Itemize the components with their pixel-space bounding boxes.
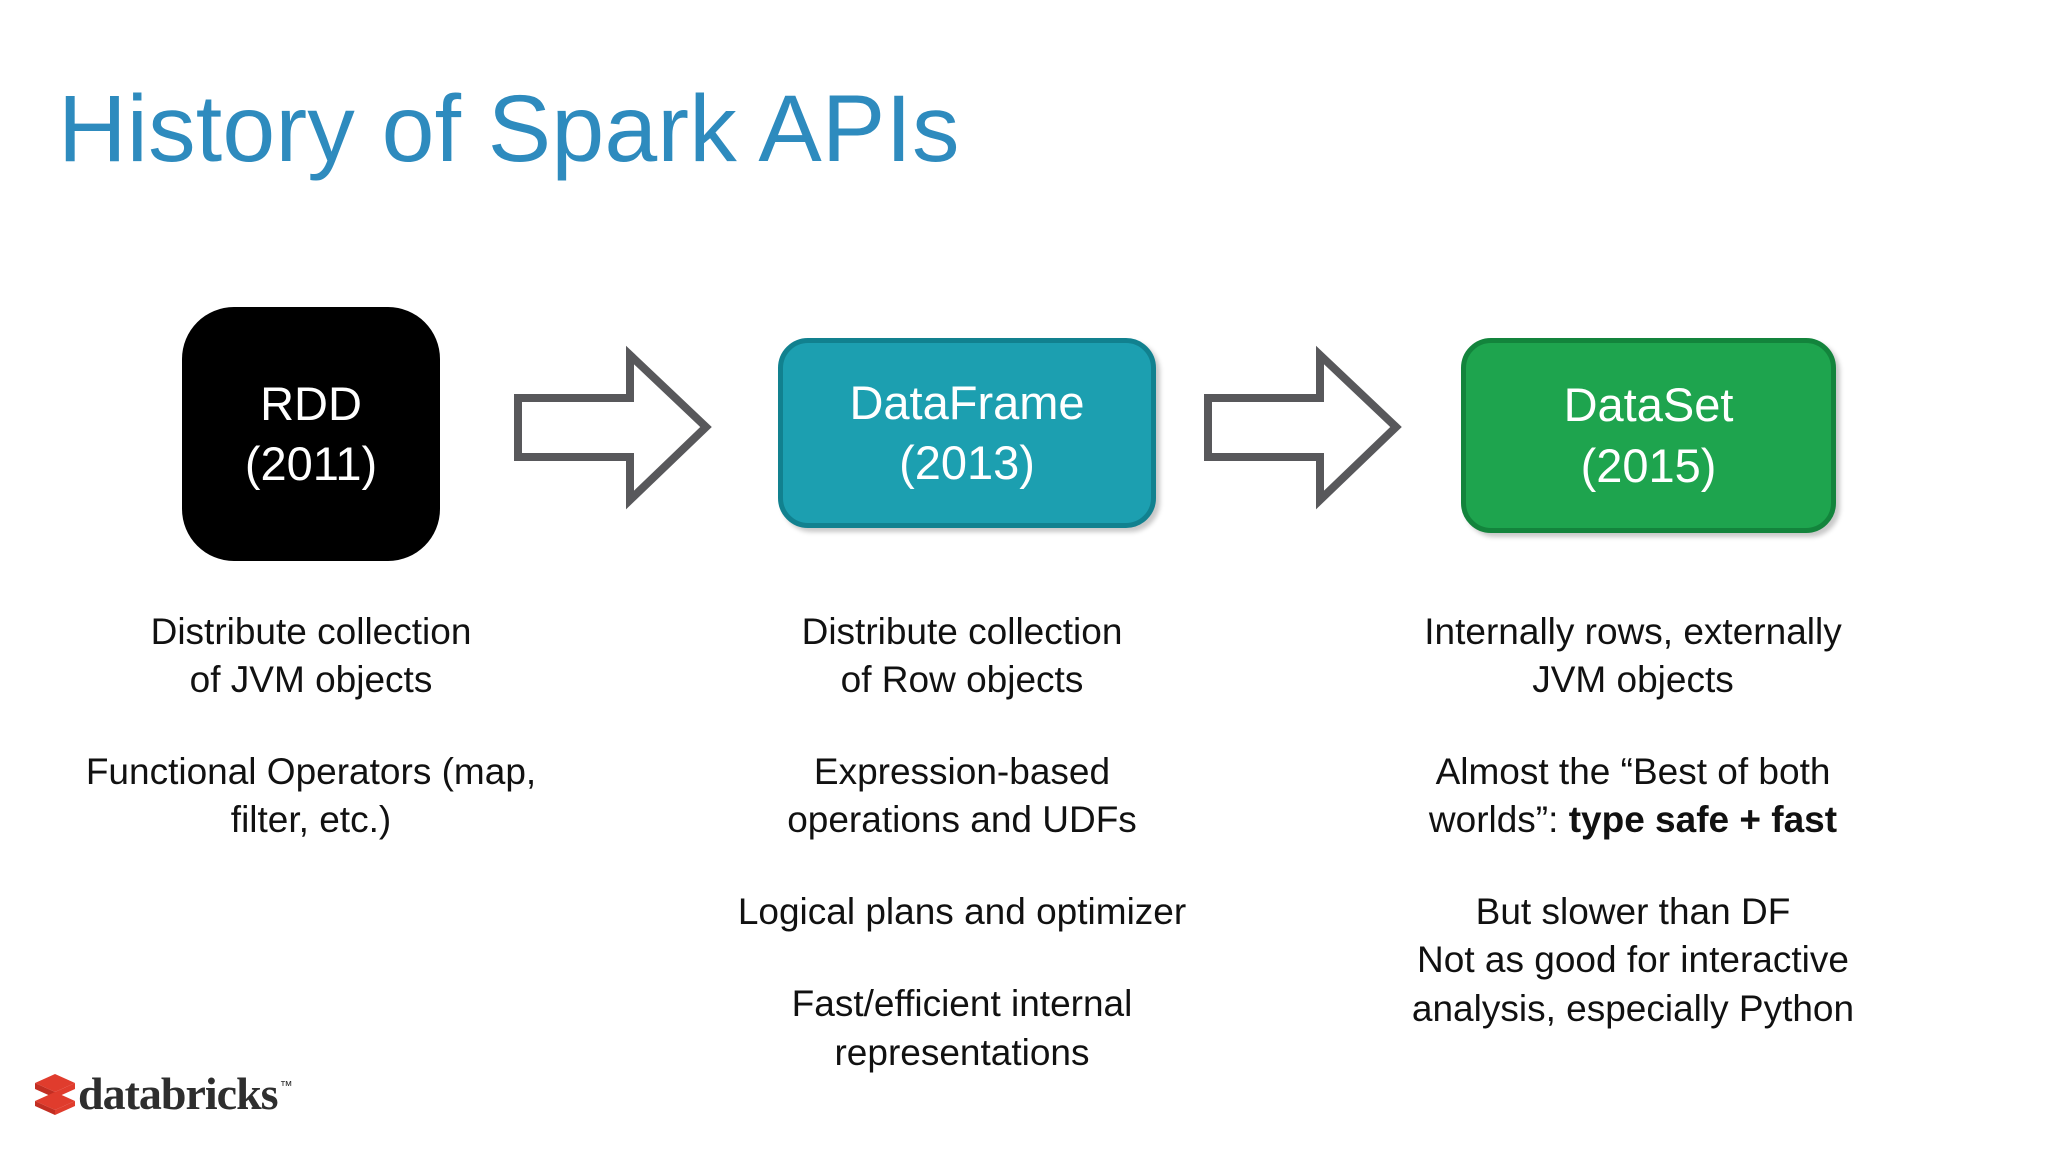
flow-box-dataset: DataSet (2015) bbox=[1461, 338, 1836, 533]
flow-box-dataframe-year: (2013) bbox=[899, 436, 1035, 489]
note-paragraph: Logical plans and optimizer bbox=[737, 891, 1187, 933]
databricks-stacked-slabs-icon bbox=[34, 1072, 76, 1116]
flow-box-rdd-year: (2011) bbox=[244, 437, 378, 490]
right-block-arrow-icon bbox=[512, 345, 712, 510]
trademark-symbol: ™ bbox=[279, 1078, 293, 1093]
databricks-logo: databricks ™ bbox=[34, 1068, 293, 1120]
note-bold-fragment: type safe + fast bbox=[1568, 799, 1838, 841]
page-title: History of Spark APIs bbox=[58, 76, 960, 182]
flow-box-rdd-name: RDD bbox=[260, 376, 362, 430]
right-block-arrow-icon bbox=[1202, 345, 1402, 510]
databricks-wordmark: databricks bbox=[78, 1068, 279, 1119]
flow-box-rdd: RDD (2011) bbox=[182, 307, 440, 561]
flow-box-dataframe: DataFrame (2013) bbox=[778, 338, 1156, 528]
flow-box-dataframe-name: DataFrame bbox=[849, 375, 1085, 429]
flow-box-dataset-year: (2015) bbox=[1580, 438, 1717, 492]
note-paragraph: Functional Operators (map,filter, etc.) bbox=[85, 751, 537, 841]
flow-box-dataset-name: DataSet bbox=[1563, 378, 1734, 432]
